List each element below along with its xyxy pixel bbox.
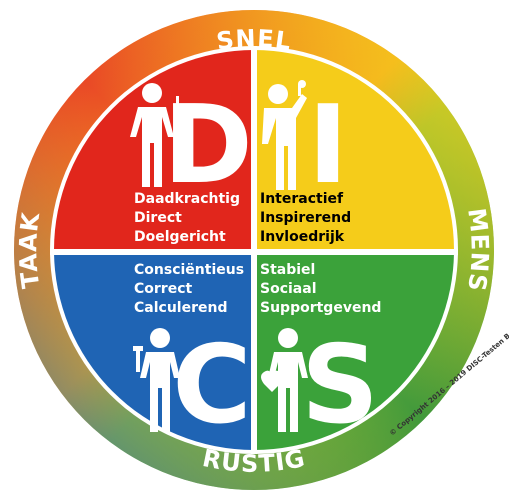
s-letter: S	[301, 323, 379, 448]
svg-text:MENS: MENS	[462, 206, 494, 293]
s-trait-1: Stabiel	[260, 262, 315, 278]
c-person-icon	[133, 328, 180, 432]
c-trait-2: Correct	[134, 281, 192, 297]
label-taak: TAAK	[14, 210, 44, 290]
i-trait-3: Invloedrijk	[260, 229, 345, 245]
label-snel: SNEL	[215, 24, 293, 55]
svg-text:SNEL: SNEL	[215, 24, 294, 55]
s-trait-3: Supportgevend	[260, 300, 381, 316]
i-letter: I	[308, 83, 348, 208]
c-trait-3: Calculerend	[134, 300, 227, 316]
d-trait-2: Direct	[134, 210, 182, 226]
d-person-icon	[130, 83, 179, 187]
label-mens: MENS	[462, 206, 493, 293]
svg-text:TAAK: TAAK	[14, 210, 45, 290]
s-trait-2: Sociaal	[260, 281, 317, 297]
c-trait-1: Consciëntieus	[134, 262, 244, 278]
c-letter: C	[172, 323, 251, 448]
i-trait-1: Interactief	[260, 191, 344, 207]
d-trait-1: Daadkrachtig	[134, 191, 240, 207]
i-trait-2: Inspirerend	[260, 210, 351, 226]
s-person-icon	[261, 328, 308, 432]
d-letter: D	[163, 83, 253, 208]
d-trait-3: Doelgericht	[134, 229, 226, 245]
i-person-icon	[262, 80, 307, 190]
